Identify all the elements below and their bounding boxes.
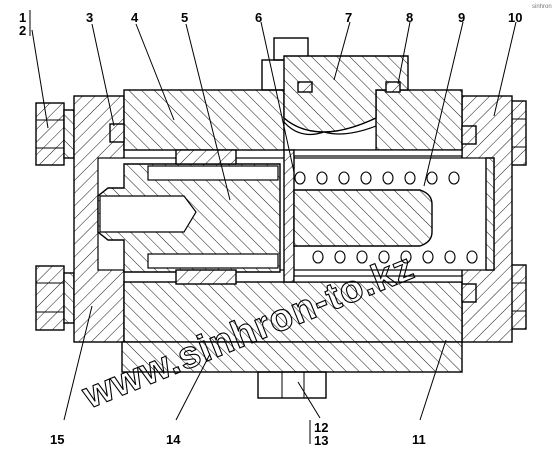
spring-coil (338, 171, 350, 185)
spring-coil (294, 171, 306, 185)
callout-5: 5 (181, 10, 188, 25)
spring-coil (444, 250, 456, 264)
spring-coil (334, 250, 346, 264)
callout-9: 9 (458, 10, 465, 25)
top-cover (261, 37, 409, 151)
callout-6: 6 (255, 10, 262, 25)
callout-8: 8 (406, 10, 413, 25)
callout-10: 10 (508, 10, 522, 25)
spring-coil (382, 171, 394, 185)
spring-coil (378, 250, 390, 264)
spring-coil (400, 250, 412, 264)
callout-labels: 1 2 3 4 5 6 7 8 9 10 11 12 13 14 15 (19, 10, 522, 448)
leader-lines (29, 10, 517, 444)
spring (294, 171, 478, 264)
spring-coil (404, 171, 416, 185)
spring-coil (316, 171, 328, 185)
bottom-plate (121, 341, 463, 399)
callout-11: 11 (412, 432, 426, 447)
spring-coil (360, 171, 372, 185)
callout-3: 3 (86, 10, 93, 25)
watermark-corner: sinhron (532, 4, 552, 10)
callout-2: 2 (19, 23, 26, 38)
spring-coil (466, 250, 478, 264)
callout-12: 12 (314, 420, 328, 435)
left-upper-fitting (35, 102, 75, 166)
callout-15: 15 (50, 432, 64, 447)
callout-4: 4 (131, 10, 139, 25)
callout-1: 1 (19, 10, 26, 25)
spring-coil (356, 250, 368, 264)
spring-coil (312, 250, 324, 264)
left-lower-fitting (35, 265, 75, 331)
callout-13: 13 (314, 433, 328, 448)
seal-rings (109, 123, 477, 303)
spring-coil (422, 250, 434, 264)
spring-coil (448, 171, 460, 185)
spring-sleeve (283, 149, 463, 283)
callout-14: 14 (166, 432, 181, 447)
spring-coil (426, 171, 438, 185)
callout-7: 7 (345, 10, 352, 25)
spool-piston (97, 149, 281, 285)
